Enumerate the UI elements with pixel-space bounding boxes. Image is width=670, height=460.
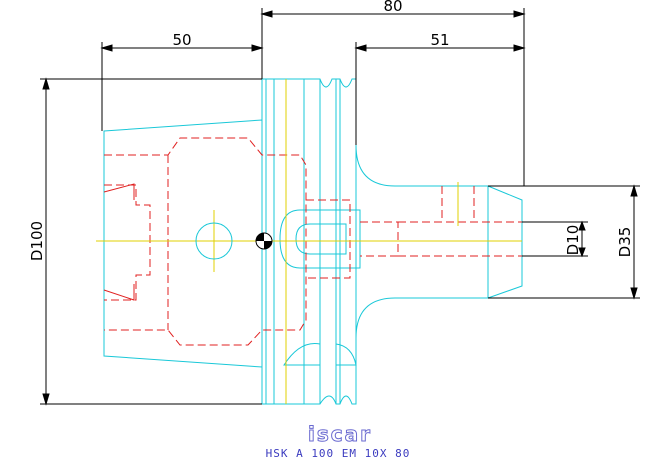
dim-shank-length: 50 <box>172 31 191 49</box>
datum-marker <box>255 232 273 250</box>
dim-projection-length: 51 <box>430 31 449 49</box>
iscar-logo: iscar <box>308 422 372 446</box>
dimension-lines <box>40 8 640 406</box>
dim-nose-diameter: D35 <box>616 227 634 258</box>
dim-bore-diameter: D10 <box>564 225 582 256</box>
hidden-lines <box>104 137 522 346</box>
tool-designation: HSK A 100 EM 10X 80 <box>266 447 411 460</box>
centerlines <box>96 79 522 404</box>
hidden-detail <box>103 183 135 301</box>
dim-overall-length: 80 <box>383 0 402 15</box>
dim-flange-diameter: D100 <box>28 221 46 261</box>
